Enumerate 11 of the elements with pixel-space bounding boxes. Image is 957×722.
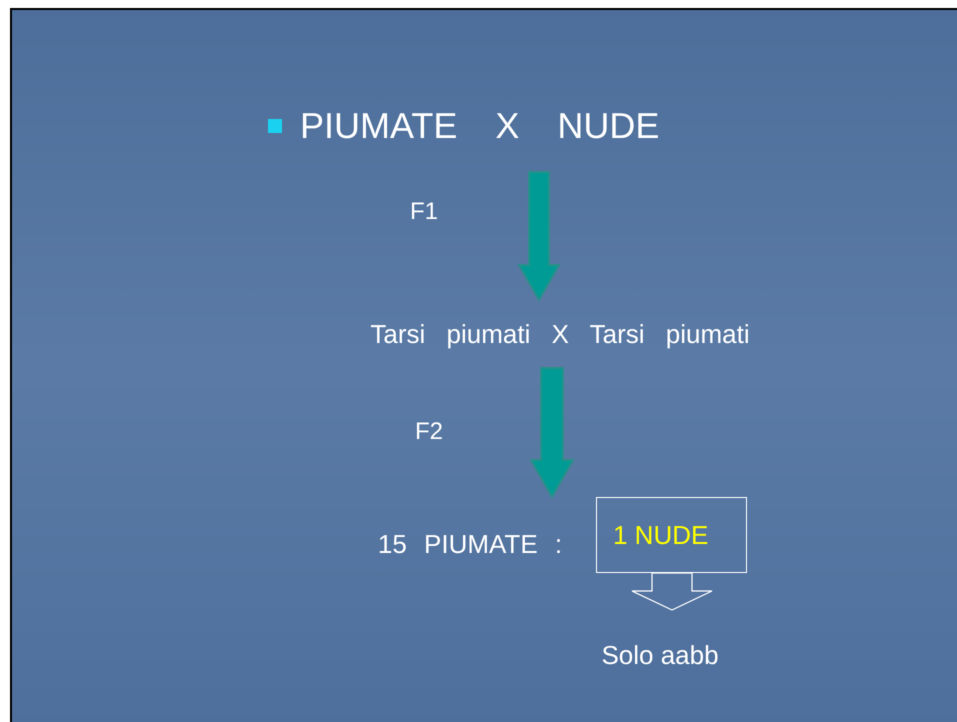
block-arrow bbox=[517, 171, 561, 302]
edge-label: F1 bbox=[410, 198, 438, 226]
edge-label: F2 bbox=[415, 418, 444, 446]
node-text: 1 NUDE bbox=[613, 520, 708, 550]
callout-box bbox=[596, 497, 747, 573]
node-text: Solo aabb bbox=[601, 640, 719, 670]
block-arrow bbox=[631, 572, 713, 611]
heading-text: PIUMATE X NUDE bbox=[300, 105, 660, 147]
block-arrow bbox=[529, 367, 575, 500]
node-text: 15 PIUMATE : bbox=[378, 529, 562, 560]
node-text: Tarsi piumati X Tarsi piumati bbox=[370, 318, 750, 350]
